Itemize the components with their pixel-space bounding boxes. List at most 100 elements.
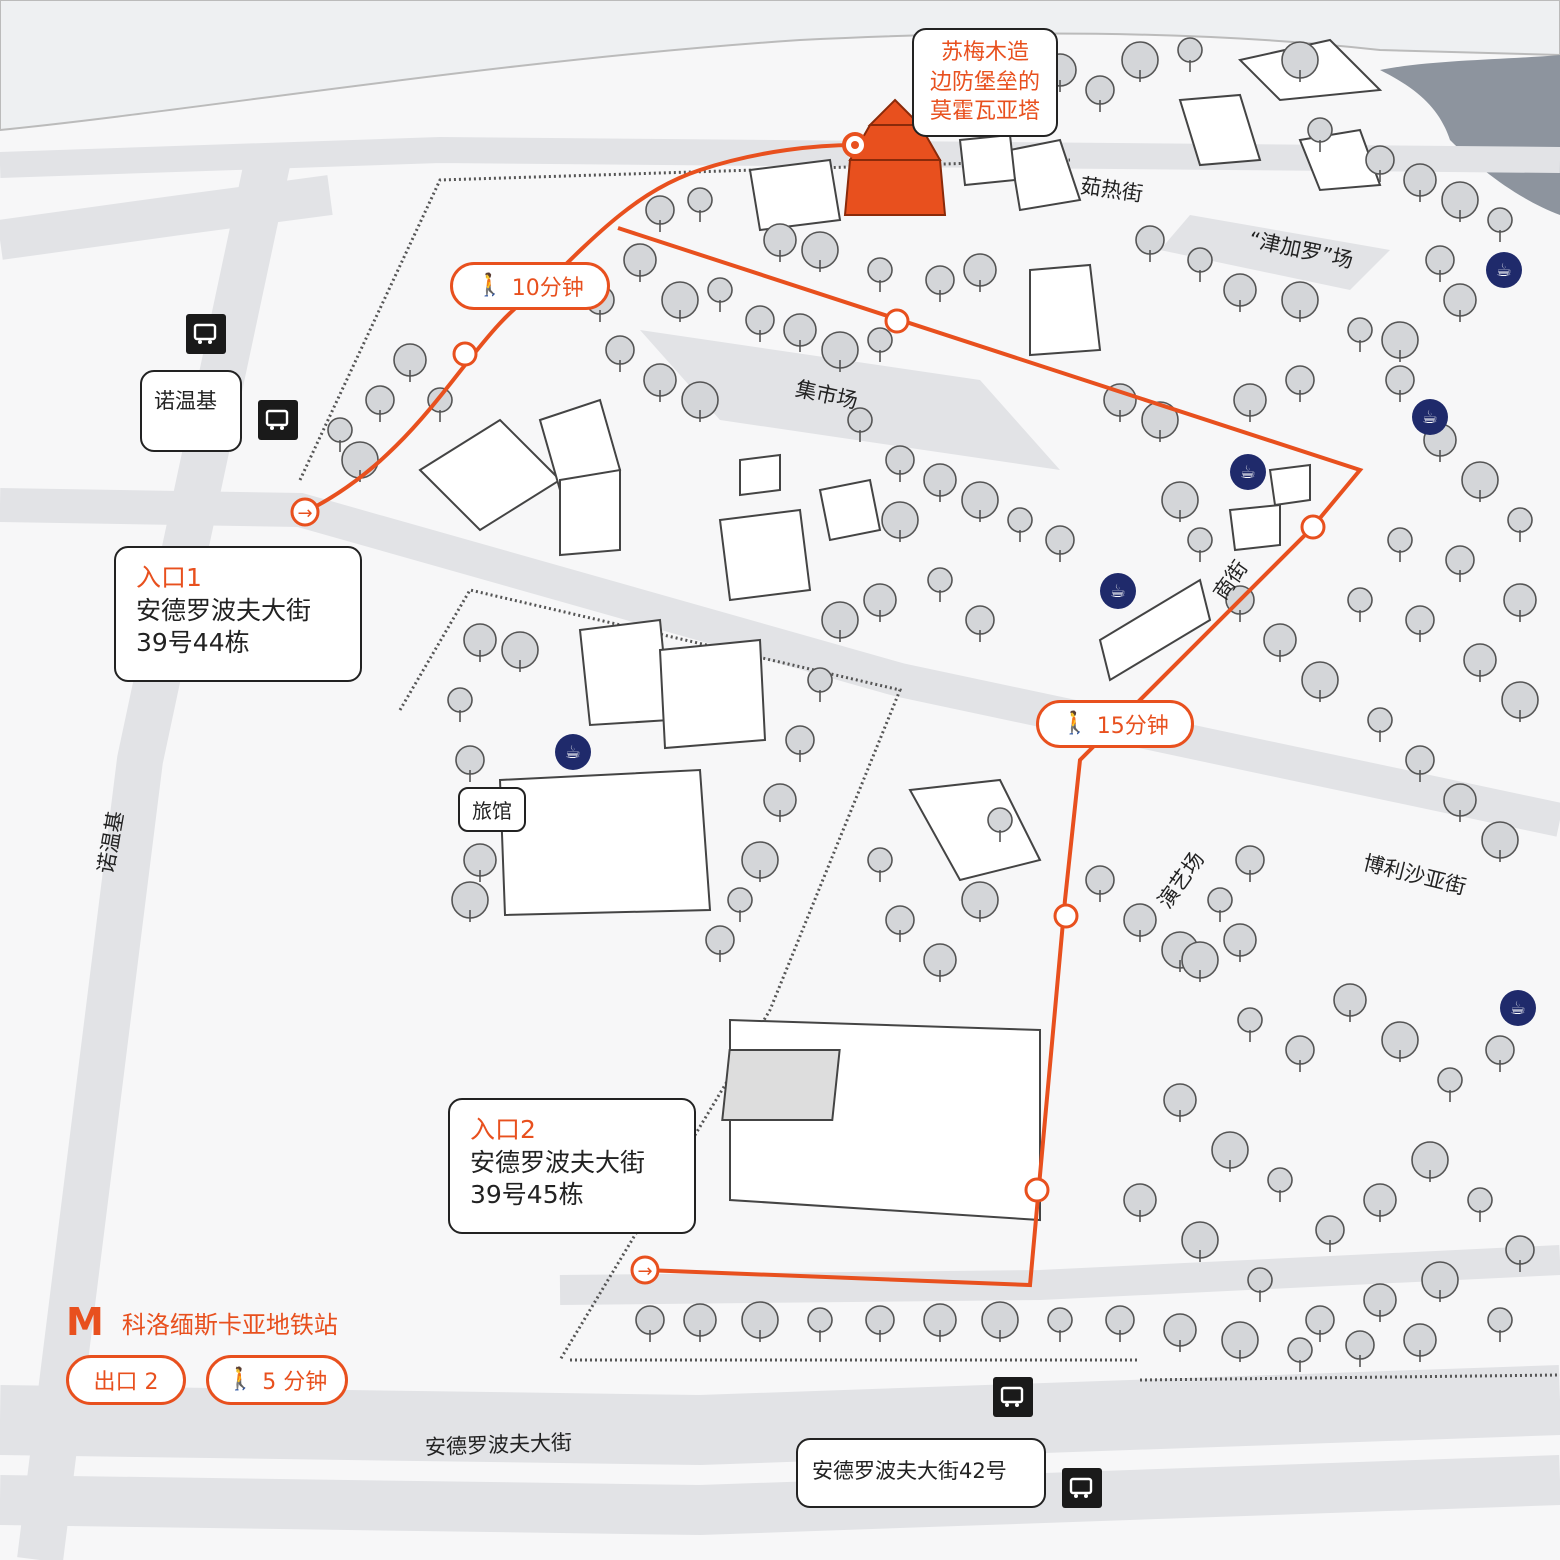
tree [1505,1235,1535,1265]
bus-stop-andeluo42[interactable]: 安德罗波夫大街42号 [796,1438,1046,1508]
tree [1405,745,1435,775]
tree [1235,845,1265,875]
tree [1307,117,1333,143]
entrance-1-marker [290,497,320,527]
tree [1187,247,1213,273]
tree [1367,707,1393,733]
hotel-label[interactable]: 旅馆 [458,787,526,832]
coffee-cup-icon[interactable]: ☕ [1486,252,1522,288]
bus-icon[interactable] [993,1377,1033,1417]
tree [1237,1007,1263,1033]
tree [365,385,395,415]
entrance-2-address-line1: 安德罗波夫大街 [470,1147,646,1177]
entrance-1-callout[interactable]: 入口1 安德罗波夫大街 39号44栋 [114,546,362,682]
svg-text:→: → [637,1261,652,1282]
tree [645,195,675,225]
tree [807,667,833,693]
tree [1347,587,1373,613]
tree [1085,75,1115,105]
metro-icon: M [66,1300,104,1344]
coffee-cup-icon[interactable]: ☕ [555,734,591,770]
tree [1487,1307,1513,1333]
tree [1135,225,1165,255]
metro-legend: M 科洛缅斯卡亚地铁站 [66,1300,338,1344]
route-1 [304,143,856,514]
entrance-1-address-line1: 安德罗波夫大街 [136,595,312,625]
buildings [418,38,1383,1222]
entrance-1-title: 入口1 [136,563,202,592]
tree [745,305,775,335]
tree [1437,1067,1463,1093]
tree [867,257,893,283]
tree [1287,1337,1313,1363]
entrance-2-callout[interactable]: 入口2 安德罗波夫大街 39号45栋 [448,1098,696,1234]
tree [1445,545,1475,575]
walking-person-icon: 🚶 [476,273,504,298]
boli-road [0,488,1560,837]
tree [1007,507,1033,533]
coffee-cup-icon[interactable]: ☕ [1100,573,1136,609]
walking-person-icon: 🚶 [226,1367,255,1392]
tree [1105,1305,1135,1335]
tree [1207,887,1233,913]
bus-icon[interactable] [258,400,298,440]
bus-icon[interactable] [186,314,226,354]
tree [705,925,735,955]
tree [1047,1307,1073,1333]
tree [867,847,893,873]
tree [1467,1187,1493,1213]
tree [925,265,955,295]
street-label-andeluo: 安德罗波夫大街 [424,1430,573,1460]
tree [605,335,635,365]
market-square [640,330,1060,470]
tree [707,277,733,303]
water-body [1380,55,1560,215]
coffee-cup-icon[interactable]: ☕ [1412,399,1448,435]
bus-icon[interactable] [1062,1468,1102,1508]
tree [885,905,915,935]
coffee-cup-icon[interactable]: ☕ [1500,990,1536,1026]
tree [1085,865,1115,895]
tree [1487,207,1513,233]
mohovaya-tower [843,159,947,216]
metro-exit[interactable]: 出口 2 [66,1355,186,1405]
tree [1045,525,1075,555]
entrance-2-address-line2: 39号45栋 [470,1180,584,1209]
tree [885,445,915,475]
walk-time-route-2[interactable]: 🚶 15分钟 [1036,700,1194,748]
metro-walk-time[interactable]: 🚶 5 分钟 [206,1355,348,1405]
tree [927,567,953,593]
tree [1365,145,1395,175]
tree [1385,365,1415,395]
tree [987,807,1013,833]
tree [1345,1330,1375,1360]
route-arrows [452,308,1326,1203]
tree [965,605,995,635]
entrance-1-address-line2: 39号44栋 [136,628,250,657]
tree [447,687,473,713]
tree [327,417,353,443]
tree [867,327,893,353]
tree [1485,1035,1515,1065]
entrance-2-marker [630,1255,660,1285]
entrance-2-title: 入口2 [470,1115,536,1144]
tree [1247,1267,1273,1293]
tree [1315,1215,1345,1245]
tree [785,725,815,755]
walking-person-icon: 🚶 [1061,711,1089,736]
tree [1305,1305,1335,1335]
tree [1267,1167,1293,1193]
coffee-cup-icon[interactable]: ☕ [1230,454,1266,490]
tree [635,1305,665,1335]
bus-stop-nuowenji[interactable]: 诺温基 [140,370,242,452]
tree [1405,605,1435,635]
tree [807,1307,833,1333]
tree [1187,527,1213,553]
svg-text:→: → [297,503,312,524]
tree [727,887,753,913]
tower-label[interactable]: 苏梅木造 边防堡垒的 莫霍瓦亚塔 [912,28,1058,138]
jinjialuo-square [1160,215,1390,290]
walk-time-route-1[interactable]: 🚶 10分钟 [450,262,610,310]
